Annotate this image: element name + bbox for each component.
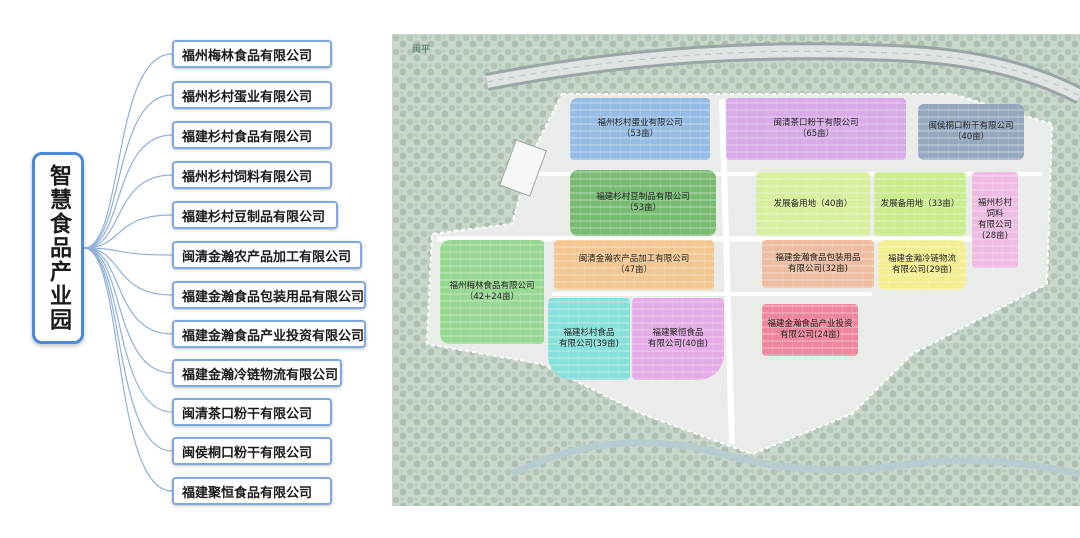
plot-parcel: 福州杉村蛋业有限公司（53亩） <box>570 98 710 160</box>
plot-label: 福建杉村豆制品有限公司（53亩） <box>596 192 690 214</box>
plot-name: 福州梅林食品有限公司 <box>449 281 535 291</box>
plot-label: 福建杉村食品有限公司(39亩) <box>559 328 619 350</box>
plot-area: （47亩） <box>615 265 653 275</box>
connector-line <box>83 53 173 249</box>
plot-name: 福建杉村豆制品有限公司 <box>596 192 690 202</box>
connector-line <box>83 247 173 335</box>
root-node: 智慧食品产业园 <box>32 152 84 344</box>
plot-label: 福建金瀚食品包装用品有限公司(32亩) <box>775 253 860 275</box>
plot-name: 闽侯桐口粉干有限公司 <box>928 121 1014 131</box>
connector-line <box>83 247 173 256</box>
plot-parcel: 发展备用地（33亩） <box>874 172 966 236</box>
plot-parcel: 福建杉村食品有限公司(39亩) <box>548 298 630 380</box>
plot-label: 福州杉村蛋业有限公司（53亩） <box>597 118 682 140</box>
plot-parcel: 福建金瀚冷链物流有限公司(29亩) <box>878 240 966 290</box>
plot-label: 闽清金瀚农产品加工有限公司（47亩） <box>579 254 690 276</box>
plot-label: 福建聚恒食品有限公司(40亩) <box>648 328 708 350</box>
plot-parcel: 闽清金瀚农产品加工有限公司（47亩） <box>554 240 714 290</box>
connector-line <box>83 94 173 249</box>
plot-area: 有限公司(24亩) <box>780 330 840 340</box>
plot-label: 闽清茶口粉干有限公司（65亩） <box>773 118 858 140</box>
plot-label: 闽侯桐口粉干有限公司（40亩） <box>928 121 1013 143</box>
plot-area: （53亩） <box>621 129 659 139</box>
plot-name: 发展备用地（33亩） <box>880 198 960 209</box>
plot-parcel: 福州杉村饲料有限公司(28亩) <box>972 172 1018 268</box>
plot-name: 福州杉村蛋业有限公司 <box>597 118 683 128</box>
connector-line <box>83 174 173 249</box>
connector-line <box>83 247 173 413</box>
plot-label: 福建金瀚食品产业投资有限公司(24亩) <box>767 319 852 341</box>
connector-line <box>83 247 173 492</box>
plot-parcel: 福建聚恒食品有限公司(40亩) <box>632 298 724 380</box>
plot-area: 有限公司(32亩) <box>788 264 848 274</box>
plot-name: 福建杉村食品 <box>563 328 615 338</box>
company-node: 福建聚恒食品有限公司 <box>172 477 332 505</box>
plot-name: 福州杉村饲料 <box>977 198 1012 219</box>
plot-label: 福建金瀚冷链物流有限公司(29亩) <box>888 254 956 276</box>
plot-name: 发展备用地（40亩） <box>773 198 853 209</box>
company-node: 福建杉村豆制品有限公司 <box>172 201 338 229</box>
root-title: 智慧食品产业园 <box>46 164 71 332</box>
plot-name: 福建金瀚冷链物流 <box>887 254 956 264</box>
plot-name: 福建金瀚食品包装用品 <box>775 253 861 263</box>
plot-parcel: 福建金瀚食品包装用品有限公司(32亩) <box>762 240 874 288</box>
company-node: 闽清茶口粉干有限公司 <box>172 398 332 426</box>
company-node: 福建金瀚冷链物流有限公司 <box>172 359 342 387</box>
plot-label: 发展备用地（40亩） <box>774 199 853 210</box>
company-node: 福州杉村饲料有限公司 <box>172 161 332 189</box>
company-node: 闽清金瀚农产品加工有限公司 <box>172 241 362 269</box>
plot-label: 发展备用地（33亩） <box>881 199 960 210</box>
plot-area: 有限公司(28亩) <box>977 220 1012 241</box>
plot-parcel: 发展备用地（40亩） <box>756 172 870 236</box>
connector-line <box>83 247 173 296</box>
company-node: 闽侯桐口粉干有限公司 <box>172 437 332 465</box>
road-label: 闽平 <box>412 45 431 55</box>
plot-area: 有限公司(39亩) <box>559 339 619 349</box>
plot-area: 有限公司(29亩) <box>892 265 952 275</box>
connector-line <box>83 247 173 374</box>
plot-area: （53亩） <box>624 203 662 213</box>
mindmap-connectors <box>83 53 173 492</box>
connector-line <box>83 247 173 452</box>
plot-parcel: 闽侯桐口粉干有限公司（40亩） <box>918 104 1024 160</box>
plot-area: 有限公司(40亩) <box>648 339 708 349</box>
company-node: 福州杉村蛋业有限公司 <box>172 81 332 109</box>
connector-line <box>83 134 173 249</box>
plot-label: 福州梅林食品有限公司（42+24亩） <box>449 281 534 303</box>
plot-name: 福建金瀚食品产业投资 <box>767 319 853 329</box>
company-node: 福州梅林食品有限公司 <box>172 40 332 68</box>
plot-parcel: 闽清茶口粉干有限公司（65亩） <box>726 98 906 160</box>
company-node: 福建杉村食品有限公司 <box>172 121 332 149</box>
plot-area: （65亩） <box>797 129 835 139</box>
plot-parcel: 福建杉村豆制品有限公司（53亩） <box>570 170 716 236</box>
plot-name: 福建聚恒食品 <box>652 328 704 338</box>
company-node: 福建金瀚食品包装用品有限公司 <box>172 281 366 309</box>
plot-name: 闽清茶口粉干有限公司 <box>773 118 859 128</box>
plot-parcel: 福建金瀚食品产业投资有限公司(24亩) <box>762 304 858 356</box>
plot-area: （42+24亩） <box>464 292 520 302</box>
company-node: 福建金瀚食品产业投资有限公司 <box>172 320 366 348</box>
plot-label: 福州杉村饲料有限公司(28亩) <box>974 198 1016 242</box>
plot-name: 闽清金瀚农产品加工有限公司 <box>578 254 690 264</box>
site-plan: 闽平 福州杉村蛋业有限公司（53亩）闽清茶口粉干有限公司（65亩）闽侯桐口粉干有… <box>392 34 1080 506</box>
connector-line <box>83 214 173 249</box>
plot-parcel: 福州梅林食品有限公司（42+24亩） <box>440 240 544 344</box>
plot-area: （40亩） <box>952 132 990 142</box>
